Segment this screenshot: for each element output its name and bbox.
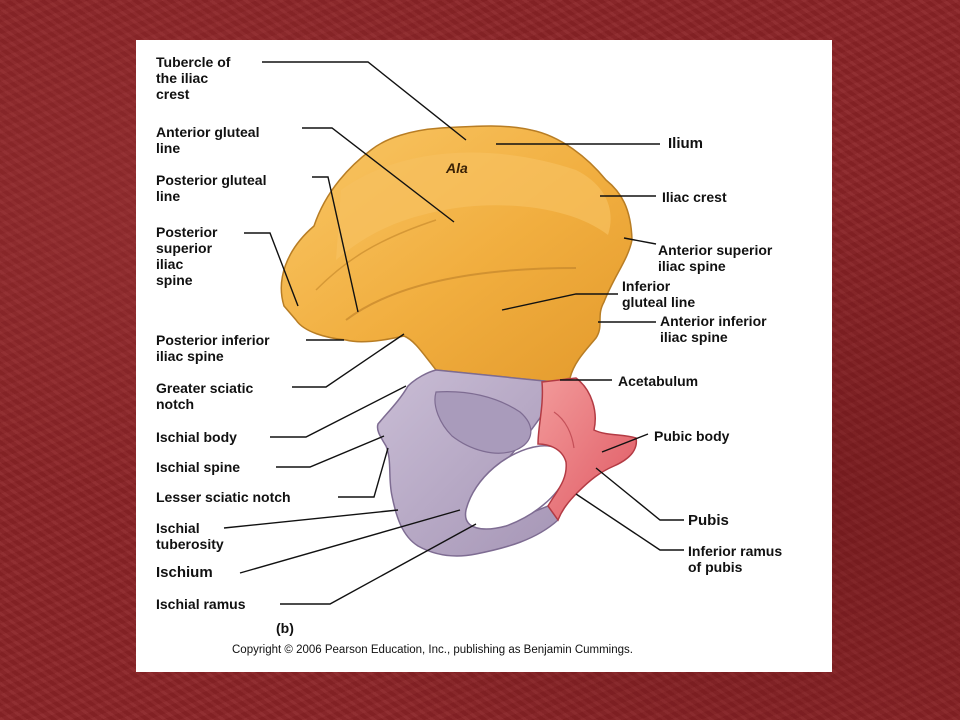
pelvis-illustration <box>223 61 684 605</box>
label-ischial-tuberosity: Ischial tuberosity <box>156 520 224 552</box>
pubis-region <box>537 377 638 522</box>
acetabulum-cup <box>434 391 532 454</box>
label-posterior-inferior-iliac-spine: Posterior inferior iliac spine <box>156 332 270 364</box>
label-inferior-gluteal-line: Inferior gluteal line <box>622 278 696 310</box>
label-iliac-crest: Iliac crest <box>662 189 727 205</box>
label-pubic-body: Pubic body <box>654 428 730 444</box>
label-tubercle-iliac-crest: Tubercle of the iliac crest <box>156 54 231 102</box>
label-ischial-body: Ischial body <box>156 429 237 445</box>
copyright-notice: Copyright © 2006 Pearson Education, Inc.… <box>232 644 633 656</box>
label-inferior-ramus-of-pubis: Inferior ramus of pubis <box>688 543 783 575</box>
label-posterior-superior-iliac-spine: Posterior superior iliac spine <box>156 224 218 288</box>
label-ischium: Ischium <box>156 564 213 581</box>
leader-lines <box>223 61 684 605</box>
label-acetabulum: Acetabulum <box>618 373 699 389</box>
figure-tag: (b) <box>276 620 294 636</box>
label-anterior-gluteal-line: Anterior gluteal line <box>156 124 260 156</box>
label-pubis: Pubis <box>688 512 729 529</box>
label-lesser-sciatic-notch: Lesser sciatic notch <box>156 489 291 505</box>
label-ilium: Ilium <box>668 135 704 152</box>
label-posterior-gluteal-line: Posterior gluteal line <box>156 172 267 204</box>
label-ischial-ramus: Ischial ramus <box>156 596 246 612</box>
label-ischial-spine: Ischial spine <box>156 459 241 475</box>
label-anterior-superior-iliac-spine: Anterior superior iliac spine <box>658 242 773 274</box>
label-greater-sciatic-notch: Greater sciatic notch <box>156 380 254 412</box>
label-anterior-inferior-iliac-spine: Anterior inferior iliac spine <box>660 313 767 345</box>
label-ala: Ala <box>446 160 468 176</box>
diagram-panel: Tubercle of the iliac crest Anterior glu… <box>136 40 832 672</box>
ala-surface <box>336 152 611 260</box>
